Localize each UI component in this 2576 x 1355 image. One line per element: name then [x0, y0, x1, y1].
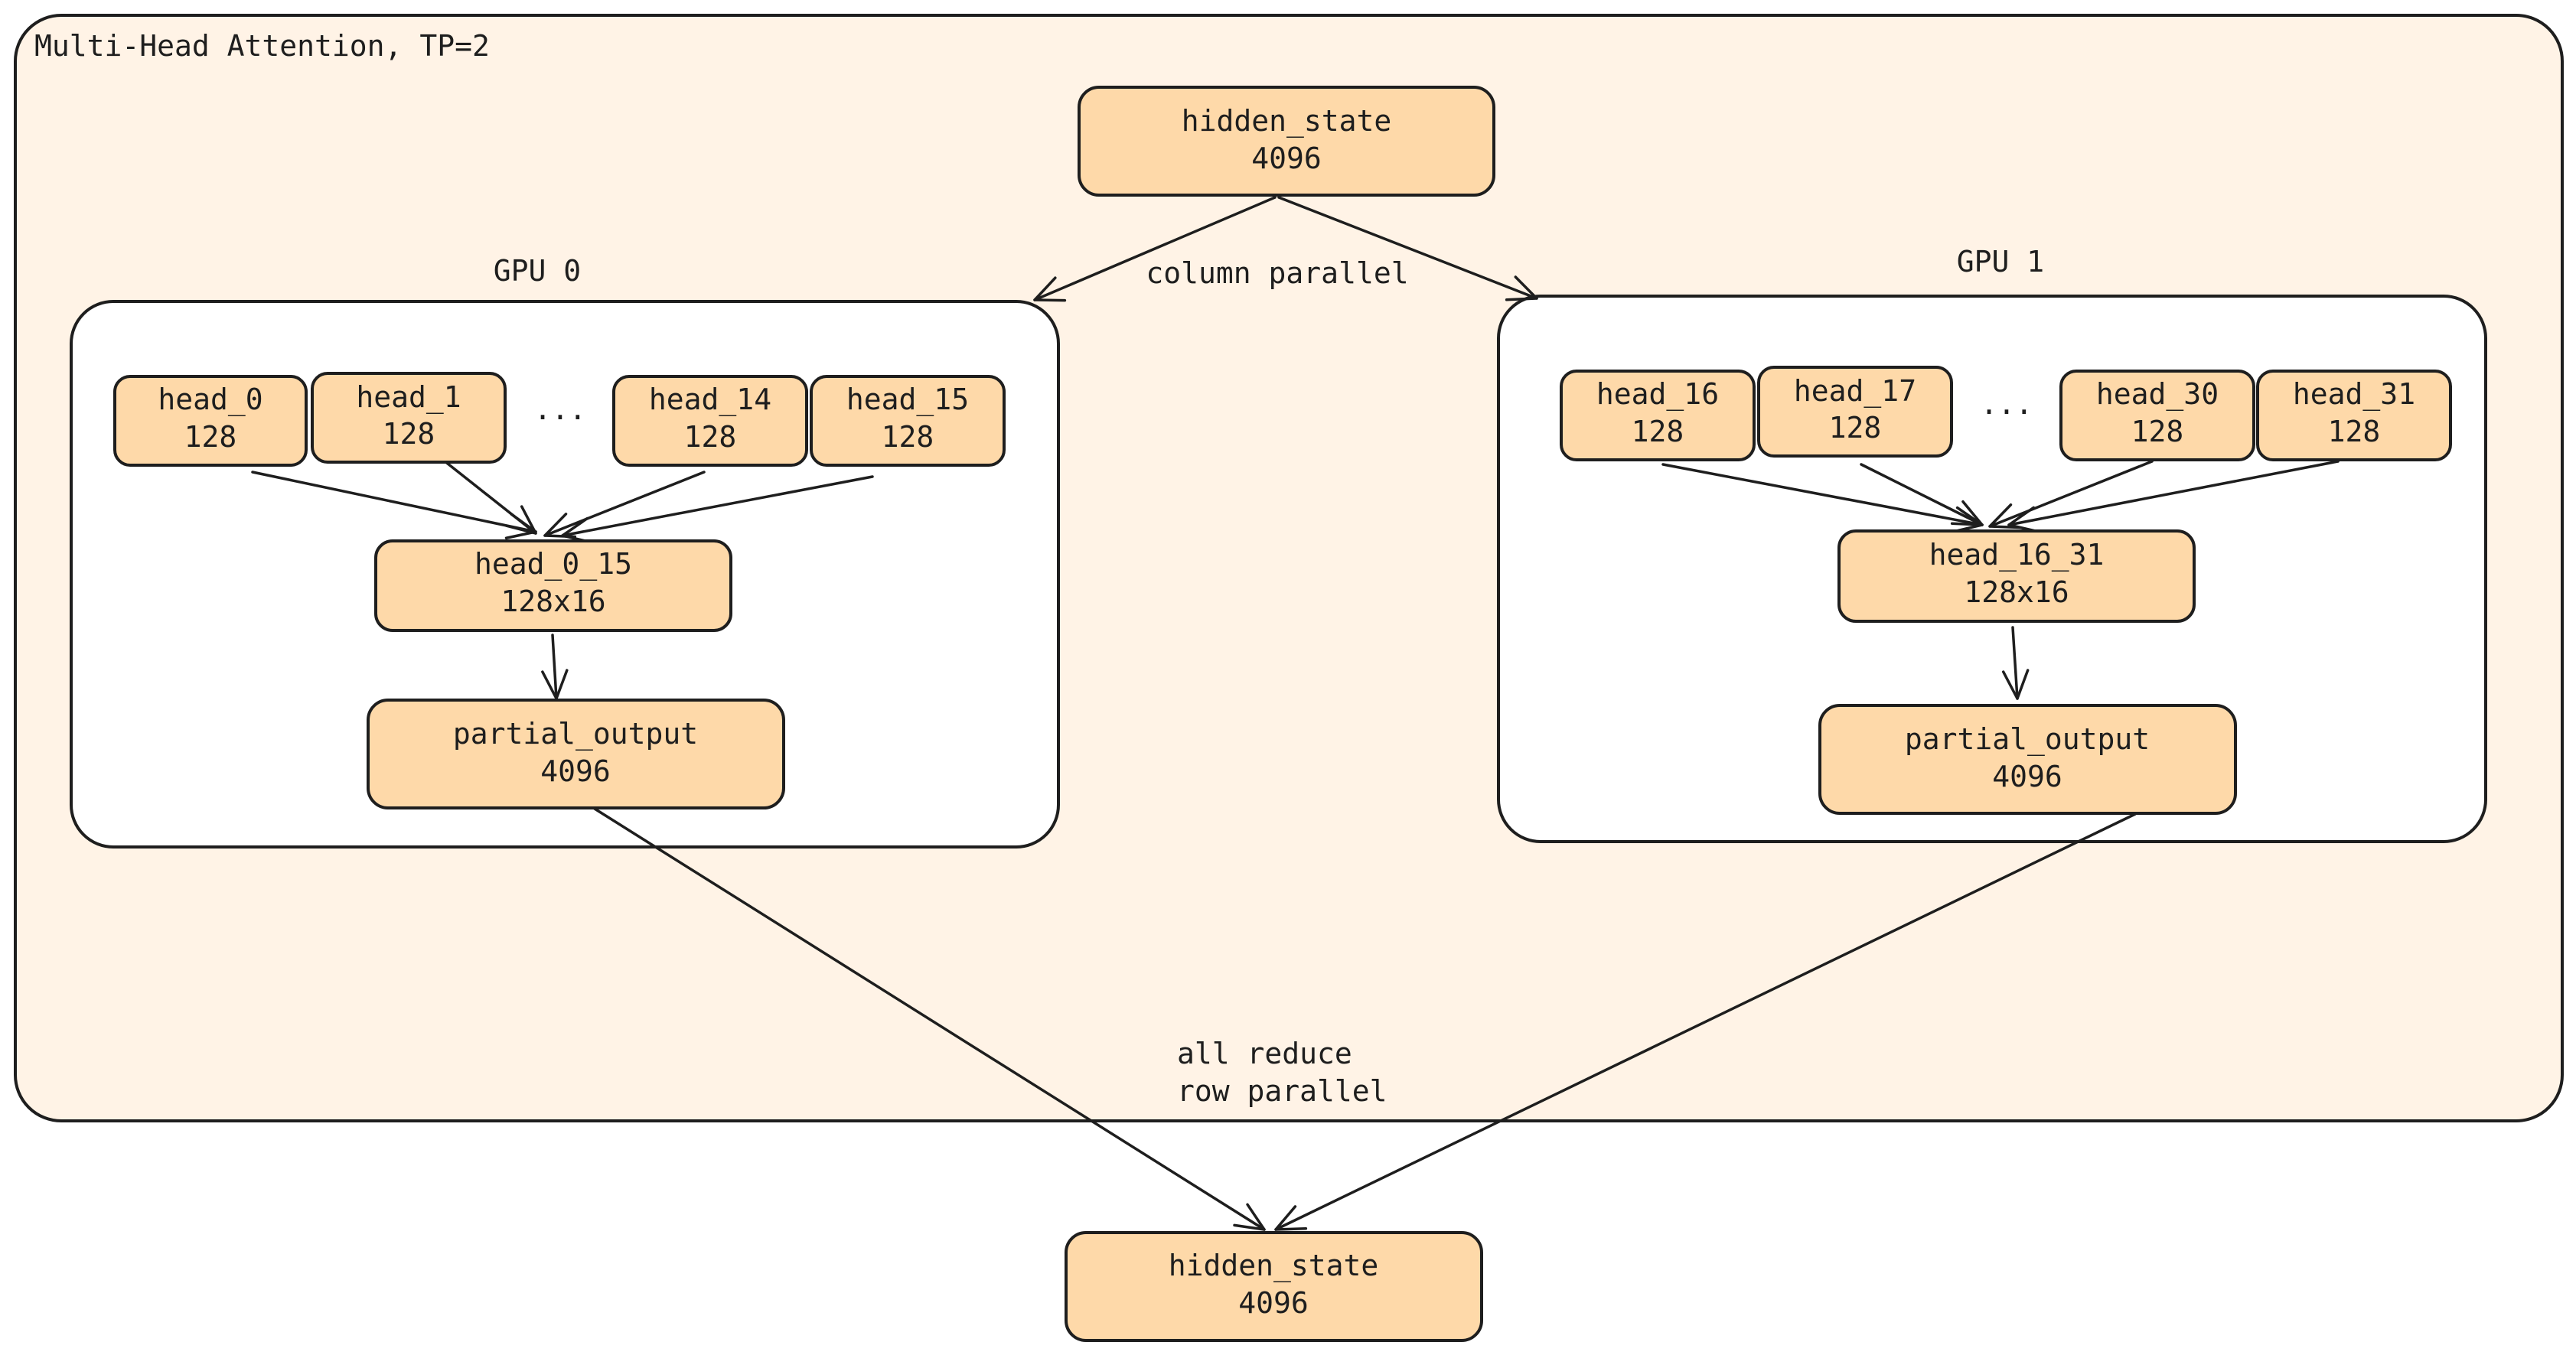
arrow-head17-to-concat	[1860, 463, 1984, 526]
row-parallel-label: row parallel	[1177, 1074, 1387, 1108]
gpu0-ellipsis: ...	[534, 392, 587, 426]
arrow-concat-to-partial-gpu1	[2001, 626, 2030, 700]
gpu0-concat-node: head_0_15 128x16	[374, 539, 732, 632]
gpu1-ellipsis: ...	[1981, 387, 2033, 421]
head-dim: 128	[2131, 415, 2184, 448]
partial-name: partial_output	[1905, 722, 2150, 757]
arrow-head1-to-concat	[442, 459, 537, 535]
output-hidden-state-node: hidden_state 4096	[1065, 1231, 1483, 1342]
concat-name: head_16_31	[1929, 538, 2105, 572]
column-parallel-label: column parallel	[1146, 256, 1408, 290]
gpu1-concat-node: head_16_31 128x16	[1837, 529, 2196, 623]
arrow-head0-to-concat	[251, 471, 537, 539]
head-dim: 128	[184, 420, 237, 454]
gpu0-head-node: head_0 128	[113, 375, 308, 467]
arrow-partial-gpu1-to-output	[1274, 813, 2137, 1231]
gpu0-partial-output-node: partial_output 4096	[367, 699, 785, 809]
gpu1-head-node: head_17 128	[1757, 366, 1953, 458]
head-name: head_15	[846, 383, 969, 417]
input-node-name: hidden_state	[1182, 104, 1392, 138]
all-reduce-label: all reduce	[1177, 1037, 1352, 1070]
head-name: head_31	[2293, 377, 2415, 412]
input-node-dim: 4096	[1251, 142, 1322, 175]
gpu1-head-node: head_31 128	[2256, 370, 2452, 461]
arrow-head31-to-concat	[2007, 460, 2340, 533]
head-dim: 128	[2328, 415, 2381, 448]
head-dim: 128	[684, 420, 737, 454]
outer-frame-title: Multi-Head Attention, TP=2	[34, 29, 490, 63]
head-name: head_16	[1596, 377, 1719, 412]
partial-name: partial_output	[453, 717, 698, 751]
head-name: head_30	[2096, 377, 2219, 412]
output-node-name: hidden_state	[1169, 1249, 1379, 1283]
head-name: head_0	[158, 383, 262, 417]
arrows	[251, 196, 2340, 1231]
concat-dim: 128x16	[501, 585, 605, 618]
head-name: head_17	[1794, 374, 1916, 409]
arrow-concat-to-partial-gpu0	[541, 634, 569, 700]
head-dim: 128	[882, 420, 934, 454]
head-name: head_14	[649, 383, 771, 417]
gpu1-head-node: head_16 128	[1560, 370, 1756, 461]
concat-dim: 128x16	[1964, 575, 2069, 609]
arrow-input-to-gpu1	[1277, 196, 1538, 301]
gpu0-title: GPU 0	[494, 254, 581, 288]
input-hidden-state-node: hidden_state 4096	[1078, 86, 1495, 197]
gpu0-head-node: head_15 128	[810, 375, 1006, 467]
output-node-dim: 4096	[1238, 1286, 1309, 1320]
partial-dim: 4096	[540, 754, 611, 788]
gpu1-partial-output-node: partial_output 4096	[1818, 704, 2237, 815]
concat-name: head_0_15	[474, 547, 632, 581]
head-dim: 128	[383, 417, 435, 451]
gpu0-head-node: head_14 128	[612, 375, 808, 467]
arrow-head15-to-concat	[561, 475, 874, 544]
partial-dim: 4096	[1992, 760, 2062, 793]
arrow-head16-to-concat	[1661, 463, 1984, 533]
gpu1-head-node: head_30 128	[2059, 370, 2255, 461]
head-dim: 128	[1632, 415, 1684, 448]
head-dim: 128	[1829, 411, 1882, 445]
gpu1-title: GPU 1	[1957, 245, 2044, 278]
head-name: head_1	[356, 380, 461, 415]
gpu0-head-node: head_1 128	[311, 372, 507, 464]
arrow-partial-gpu0-to-output	[593, 807, 1266, 1231]
arrow-input-to-gpu0	[1033, 196, 1277, 302]
